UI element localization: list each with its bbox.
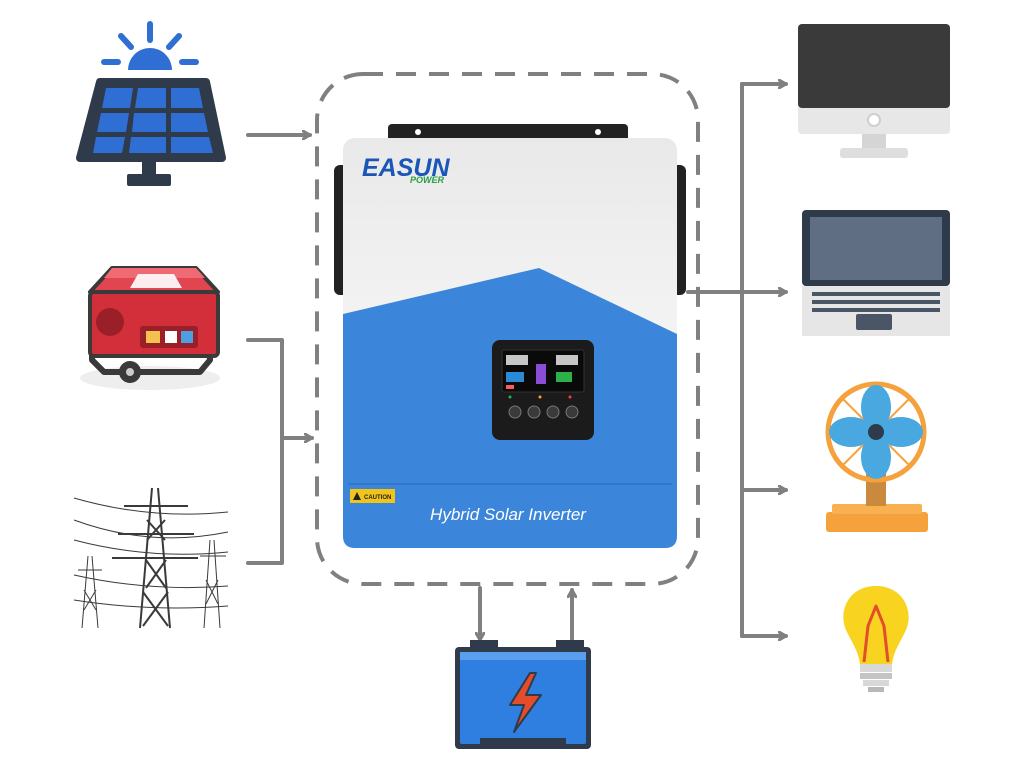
caution-text: CAUTION xyxy=(364,495,391,501)
generator-icon xyxy=(80,266,220,390)
sun-icon xyxy=(101,21,199,70)
laptop-icon xyxy=(802,210,950,336)
brand-name: EASUN xyxy=(362,154,450,182)
brand-logo: EASUN POWER xyxy=(362,154,450,185)
lcd-button[interactable] xyxy=(527,405,541,419)
light-bulb-icon xyxy=(843,586,909,692)
hybrid-solar-inverter: EASUN POWER CAUTION Hybrid Solar Inve xyxy=(334,124,686,548)
bracket-generator-grid xyxy=(246,338,284,565)
desk-fan-icon xyxy=(825,381,928,532)
product-name: Hybrid Solar Inverter xyxy=(430,505,587,524)
solar-panel-icon xyxy=(76,21,226,186)
caution-label: CAUTION xyxy=(350,489,395,503)
brand-subname: POWER xyxy=(410,175,445,185)
inverter-boundary xyxy=(315,72,700,586)
lightning-bolt-icon xyxy=(509,672,542,733)
lcd-control-panel xyxy=(492,340,594,440)
power-grid-tower-icon xyxy=(73,487,229,629)
connector-lines xyxy=(246,84,788,644)
battery-icon xyxy=(455,640,591,749)
desktop-monitor-icon xyxy=(798,24,950,158)
lcd-button[interactable] xyxy=(508,405,522,419)
lcd-button[interactable] xyxy=(546,405,560,419)
lcd-button[interactable] xyxy=(565,405,579,419)
